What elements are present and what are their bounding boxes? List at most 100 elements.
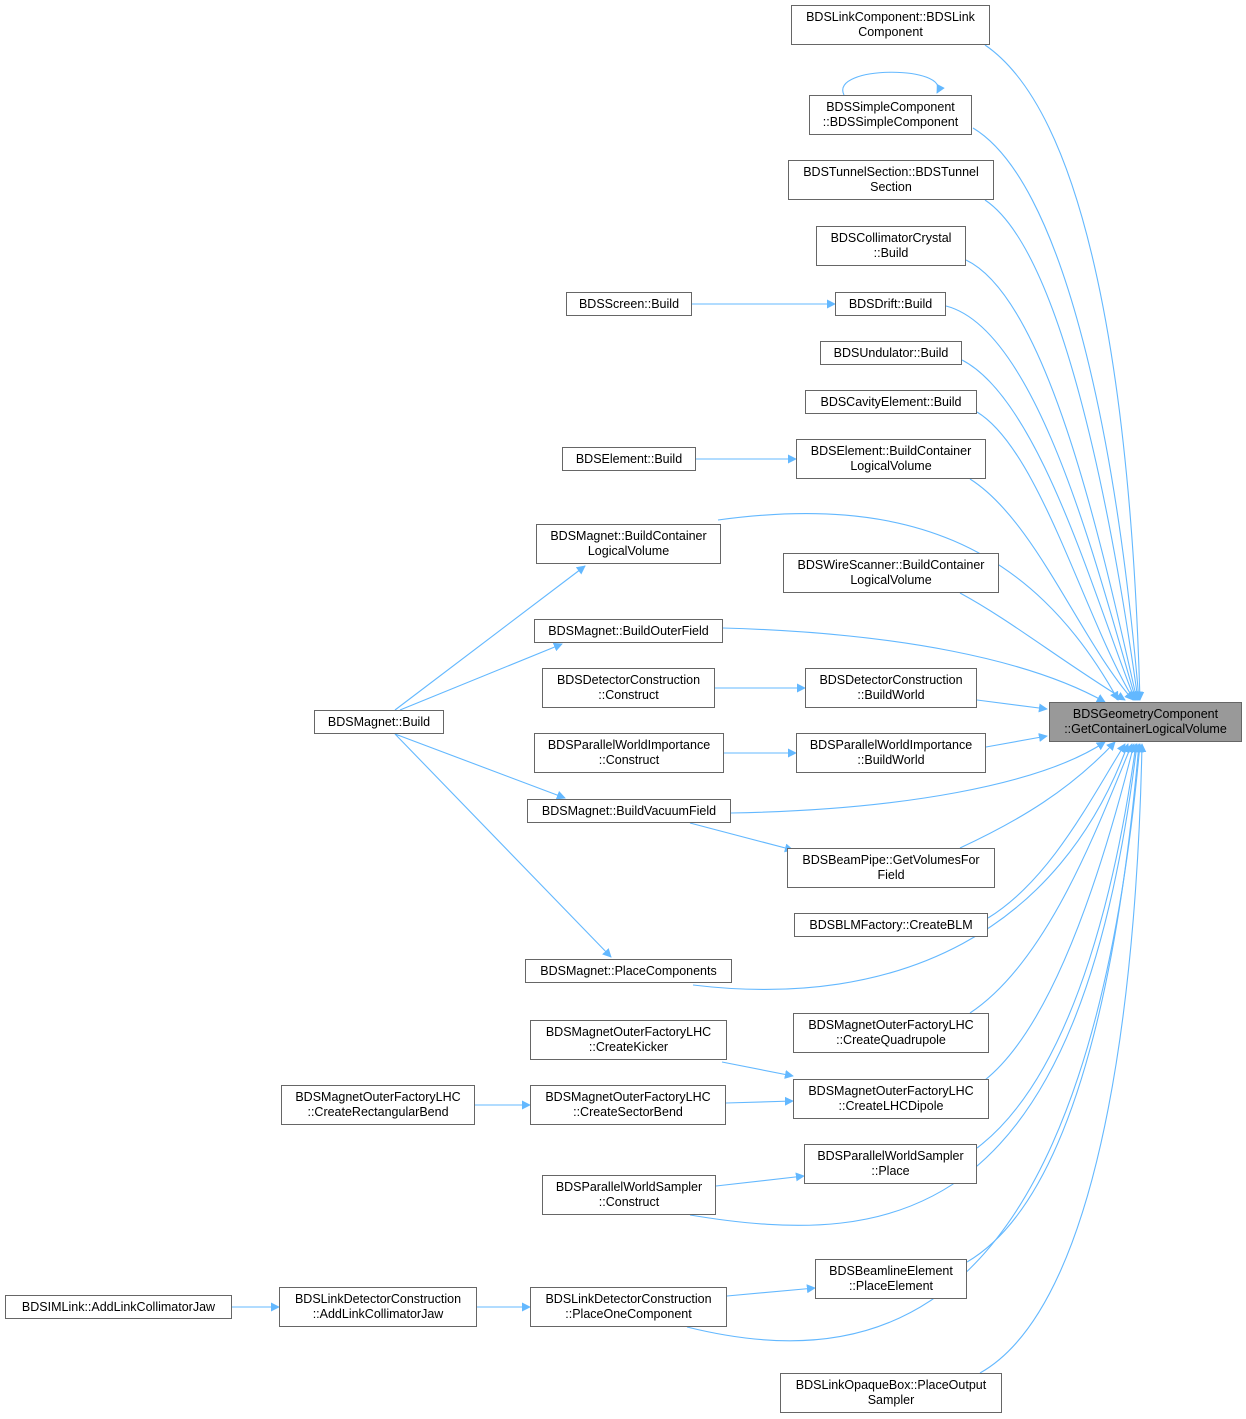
edge-magnetVacField-to-beamPipe	[689, 822, 794, 853]
node-ldcAddJaw[interactable]: BDSLinkDetectorConstruction::AddLinkColl…	[279, 1287, 477, 1327]
node-pwiConstruct[interactable]: BDSParallelWorldImportance::Construct	[534, 733, 724, 773]
node-label-line: BDSCollimatorCrystal	[830, 231, 952, 245]
node-ldcPlaceOne[interactable]: BDSLinkDetectorConstruction::PlaceOneCom…	[530, 1287, 727, 1327]
node-magnetBuild[interactable]: BDSMagnet::Build	[314, 710, 444, 734]
edge-lhcKicker-to-lhcDipole	[721, 1061, 794, 1079]
node-detBuildWorld[interactable]: BDSDetectorConstruction::BuildWorld	[805, 668, 977, 708]
node-label-line: BDSParallelWorldImportance	[809, 738, 973, 752]
node-detConstruct[interactable]: BDSDetectorConstruction::Construct	[542, 668, 715, 708]
node-driftBuild[interactable]: BDSDrift::Build	[835, 292, 946, 316]
node-label-line: LogicalVolume	[850, 459, 932, 473]
node-label-line: BDSMagnetOuterFactoryLHC	[295, 1090, 461, 1104]
node-undulator[interactable]: BDSUndulator::Build	[820, 341, 962, 365]
node-label-line: Field	[877, 868, 905, 882]
edge-driftBuild-to-root	[945, 305, 1138, 701]
node-label-line: ::Build	[873, 246, 909, 260]
node-label-line: BDSDetectorConstruction	[556, 673, 701, 687]
node-label-line: ::CreateKicker	[588, 1040, 669, 1054]
node-label-line: ::BuildWorld	[857, 688, 925, 702]
node-label-line: BDSMagnet::PlaceComponents	[540, 963, 717, 978]
node-label-line: BDSUndulator::Build	[833, 345, 949, 360]
edge-beamlinePlace-to-root	[966, 743, 1143, 1263]
node-lhcDipole[interactable]: BDSMagnetOuterFactoryLHC::CreateLHCDipol…	[793, 1079, 989, 1119]
node-collCrystal[interactable]: BDSCollimatorCrystal::Build	[816, 226, 966, 266]
node-label-line: BDSBeamPipe::GetVolumesFor	[802, 853, 980, 867]
node-label-line: ::CreateLHCDipole	[838, 1099, 944, 1113]
edge-opaqueBox-to-root	[979, 743, 1147, 1374]
root-node[interactable]: BDSGeometryComponent::GetContainerLogica…	[1049, 702, 1242, 742]
node-elementBuild[interactable]: BDSElement::Build	[562, 447, 696, 471]
node-label-line: BDSMagnetOuterFactoryLHC	[545, 1025, 712, 1039]
node-label-line: BDSElement::Build	[575, 451, 683, 466]
node-label-line: BDSScreen::Build	[578, 296, 680, 311]
node-label-line: BDSLinkComponent::BDSLink	[806, 10, 975, 24]
node-label-line: Component	[858, 25, 923, 39]
node-label-line: BDSMagnet::BuildContainer	[550, 529, 707, 543]
edge-collCrystal-to-root	[965, 259, 1140, 701]
edge-ldcPlaceOne-to-root	[686, 743, 1144, 1342]
node-label-line: BDSMagnetOuterFactoryLHC	[545, 1090, 711, 1104]
node-label-line: ::Construct	[598, 1195, 660, 1209]
node-label-line: ::Construct	[598, 688, 659, 702]
edge-blmFactory-to-root	[987, 743, 1126, 919]
node-lhcKicker[interactable]: BDSMagnetOuterFactoryLHC::CreateKicker	[530, 1020, 727, 1060]
node-label-line: BDSLinkDetectorConstruction	[294, 1292, 462, 1306]
node-label-line: BDSDrift::Build	[848, 296, 933, 311]
node-simpleComp[interactable]: BDSSimpleComponent::BDSSimpleComponent	[809, 95, 972, 135]
edge-ldcPlaceOne-to-beamlinePlace	[726, 1284, 816, 1297]
node-label-line: BDSDetectorConstruction	[819, 673, 963, 687]
node-lhcRectBend[interactable]: BDSMagnetOuterFactoryLHC::CreateRectangu…	[281, 1085, 475, 1125]
edge-magnetBuild-to-magnetOuterField	[399, 642, 563, 711]
node-imLink[interactable]: BDSIMLink::AddLinkCollimatorJaw	[5, 1295, 232, 1319]
node-label-line: BDSTunnelSection::BDSTunnel	[803, 165, 979, 179]
node-label-line: ::CreateRectangularBend	[307, 1105, 449, 1119]
node-pwiBuildWorld[interactable]: BDSParallelWorldImportance::BuildWorld	[796, 733, 986, 773]
node-label-line: ::Construct	[598, 753, 660, 767]
node-label-line: BDSMagnet::BuildOuterField	[548, 623, 709, 638]
node-label-line: BDSBLMFactory::CreateBLM	[809, 917, 973, 932]
edge-simpleComp-to-simpleComp	[842, 71, 945, 96]
node-label-line: BDSCavityElement::Build	[820, 394, 962, 409]
edge-undulator-to-root	[961, 359, 1137, 701]
node-cavity[interactable]: BDSCavityElement::Build	[805, 390, 977, 414]
node-label-line: ::CreateQuadrupole	[836, 1033, 946, 1047]
edge-magnetOuterField-to-root	[722, 627, 1106, 703]
edge-magnetBuild-to-magnetVacField	[394, 733, 566, 800]
node-label-line: BDSMagnetOuterFactoryLHC	[808, 1018, 974, 1032]
node-label-line: ::BDSSimpleComponent	[822, 115, 959, 129]
node-magnetOuterField[interactable]: BDSMagnet::BuildOuterField	[534, 619, 723, 643]
node-label-line: BDSMagnetOuterFactoryLHC	[808, 1084, 974, 1098]
node-magnetPlace[interactable]: BDSMagnet::PlaceComponents	[525, 959, 732, 983]
node-pwsPlace[interactable]: BDSParallelWorldSampler::Place	[804, 1144, 977, 1184]
node-blmFactory[interactable]: BDSBLMFactory::CreateBLM	[794, 913, 988, 937]
node-lhcQuad[interactable]: BDSMagnetOuterFactoryLHC::CreateQuadrupo…	[793, 1013, 989, 1053]
node-label-line: BDSSimpleComponent	[826, 100, 955, 114]
node-lhcSectorBend[interactable]: BDSMagnetOuterFactoryLHC::CreateSectorBe…	[530, 1085, 726, 1125]
edge-lhcDipole-to-root	[984, 743, 1137, 1081]
edge-simpleComp-to-root	[972, 127, 1143, 701]
node-magnetVacField[interactable]: BDSMagnet::BuildVacuumField	[527, 799, 731, 823]
edge-linkComp-to-root	[984, 44, 1145, 701]
node-label-line: ::CreateSectorBend	[573, 1105, 683, 1119]
node-label-line: ::PlaceOneComponent	[565, 1307, 692, 1321]
node-label-line: BDSParallelWorldSampler	[817, 1149, 964, 1163]
edge-pwiBuildWorld-to-root	[985, 733, 1048, 748]
node-label-line: BDSWireScanner::BuildContainer	[797, 558, 985, 572]
node-pwsConstruct[interactable]: BDSParallelWorldSampler::Construct	[542, 1175, 716, 1215]
edge-magnetVacField-to-root	[730, 741, 1106, 814]
node-screenBuild[interactable]: BDSScreen::Build	[566, 292, 692, 316]
edge-magnetBuild-to-magnetPlace	[394, 733, 612, 958]
node-beamlinePlace[interactable]: BDSBeamlineElement::PlaceElement	[815, 1259, 967, 1299]
node-label-line: BDSParallelWorldImportance	[547, 738, 711, 752]
edge-lhcSectorBend-to-lhcDipole	[725, 1096, 794, 1106]
edge-elementBCLV-to-root	[969, 478, 1134, 701]
edge-magnetBuild-to-magnetBCLV	[394, 565, 586, 711]
node-label-line: BDSMagnet::BuildVacuumField	[541, 803, 717, 818]
